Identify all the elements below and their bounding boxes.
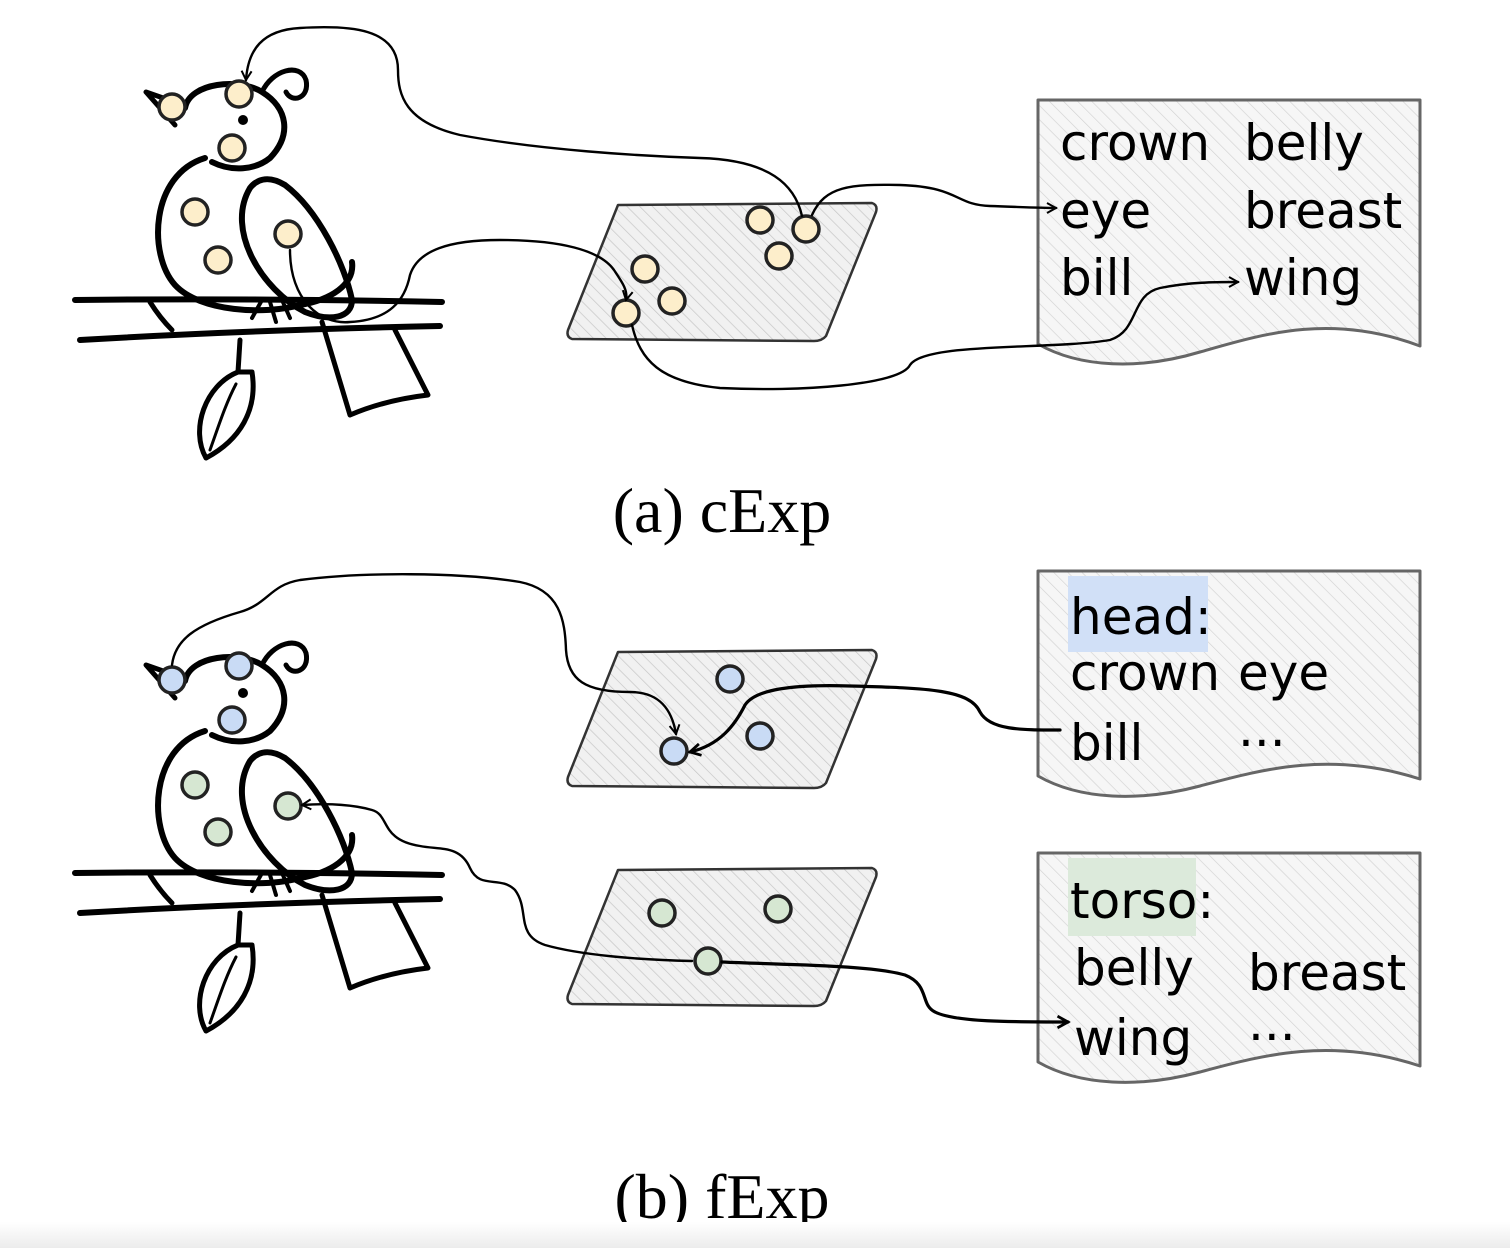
arrow-plane-to-wing: [302, 804, 694, 963]
word-breast: breast: [1248, 944, 1406, 1002]
head-highlight: [1068, 576, 1208, 652]
word-wing: wing: [1074, 1009, 1192, 1067]
word-breast: breast: [1244, 182, 1402, 240]
connectors-a: [246, 25, 1238, 391]
plane-dot: [763, 894, 793, 924]
plane-concept-dots: [611, 205, 821, 328]
arrow-eye-word: [810, 183, 1056, 217]
dot-belly: [203, 817, 233, 847]
dot-bill: [157, 92, 187, 122]
connectors-b: [170, 573, 1068, 1022]
concept-document: [1036, 98, 1422, 366]
head-embedding-plane: [566, 648, 878, 790]
torso-plane-dots: [647, 894, 793, 976]
bottom-edge-shade: [0, 1222, 1510, 1248]
plane-dot: [745, 205, 775, 235]
torso-embedding-plane: [566, 866, 878, 1008]
concept-words: crown belly eye breast bill wing: [1060, 114, 1402, 307]
heading-torso: torso:: [1070, 872, 1214, 930]
dot-crown: [224, 79, 254, 109]
dot-wing: [273, 791, 303, 821]
plane-dot: [647, 898, 677, 928]
dot-breast: [180, 197, 210, 227]
panel-b: head: crown eye bill ... torso: belly br…: [75, 569, 1422, 1232]
dot-wing: [273, 219, 303, 249]
head-words: head: crown eye bill ...: [1070, 588, 1329, 772]
bird-sketch: [75, 70, 442, 458]
plane-dot: [764, 241, 794, 271]
arrow-bill-word-to-plane: [690, 684, 1062, 752]
torso-highlight: [1068, 858, 1196, 936]
head-plane-dots: [659, 664, 775, 766]
plane-dot: [659, 736, 689, 766]
word-wing: wing: [1244, 249, 1362, 307]
word-crown: crown: [1070, 644, 1220, 702]
bird-concept-dots: [157, 79, 303, 275]
plane-dot: [611, 298, 641, 328]
dot-eye: [217, 133, 247, 163]
caption-a: (a) cExp: [613, 475, 832, 546]
arrow-crown-to-plane: [170, 573, 676, 734]
dot-bill: [157, 665, 187, 695]
dot-breast: [180, 770, 210, 800]
heading-head: head:: [1070, 588, 1212, 646]
word-ellipsis: ...: [1248, 994, 1296, 1052]
arrow-plane-to-crown: [246, 25, 804, 218]
bird-head-dots: [157, 651, 254, 735]
word-eye: eye: [1060, 182, 1151, 240]
plane-dot: [657, 286, 687, 316]
plane-dot: [693, 946, 723, 976]
panel-a: crown belly eye breast bill wing (a) cEx…: [75, 25, 1422, 546]
torso-words: torso: belly breast wing ...: [1070, 872, 1406, 1067]
plane-dot: [715, 664, 745, 694]
word-ellipsis: ...: [1238, 700, 1286, 758]
caption-b: (b) fExp: [614, 1161, 829, 1232]
bird-torso-dots: [180, 770, 303, 847]
dot-crown: [224, 651, 254, 681]
dot-belly: [203, 245, 233, 275]
plane-dot: [745, 721, 775, 751]
word-belly: belly: [1244, 114, 1364, 172]
plane-dot: [791, 214, 821, 244]
arrow-plane-to-wing-word: [630, 282, 1238, 391]
dot-eye: [217, 705, 247, 735]
plane-dot: [630, 254, 660, 284]
arrow-wing-to-plane: [288, 238, 626, 324]
bird-sketch: [75, 643, 442, 1031]
word-bill: bill: [1060, 249, 1133, 307]
word-belly: belly: [1074, 939, 1194, 997]
word-crown: crown: [1060, 114, 1210, 172]
word-bill: bill: [1070, 714, 1143, 772]
word-eye: eye: [1238, 644, 1329, 702]
arrow-plane-to-wing-word: [720, 960, 1068, 1022]
